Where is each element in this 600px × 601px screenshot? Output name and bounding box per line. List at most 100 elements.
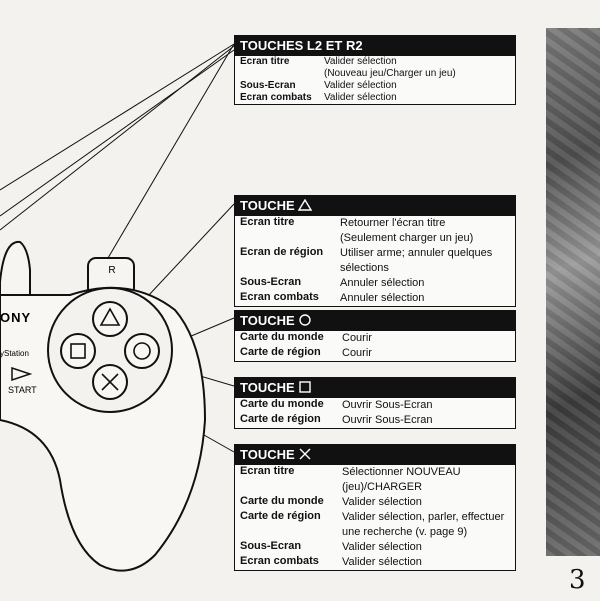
row-value-line: Valider sélection xyxy=(324,92,397,103)
table-row: Ecran titre Valider sélection(Nouveau jeu… xyxy=(235,56,515,80)
brand-label: ONY xyxy=(0,310,31,325)
circle-icon xyxy=(298,314,311,326)
row-key: Carte de région xyxy=(240,510,321,522)
row-value: Valider sélection xyxy=(342,540,510,555)
row-value: Valider sélection xyxy=(342,495,510,510)
table-row: Carte de région Ouvrir Sous-Ecran xyxy=(235,413,515,428)
box-title-square: TOUCHE xyxy=(235,378,515,398)
page-number: 3 xyxy=(569,565,586,595)
row-value-line: Valider sélection xyxy=(324,80,397,91)
box-title-cross: TOUCHE xyxy=(235,445,515,465)
row-value: Annuler sélection xyxy=(340,276,510,291)
circle-icon xyxy=(133,342,151,360)
row-key: Sous-Ecran xyxy=(240,276,302,288)
row-value: Ouvrir Sous-Ecran xyxy=(342,413,510,428)
table-row: Carte du monde Ouvrir Sous-Ecran xyxy=(235,398,515,413)
row-value-line: Valider sélection xyxy=(342,541,422,553)
row-value: Utiliser arme; annuler quelques sélection… xyxy=(340,246,510,276)
triangle-button xyxy=(92,301,128,337)
box-title-circle: TOUCHE xyxy=(235,311,515,331)
row-key: Sous-Ecran xyxy=(240,80,296,91)
triangle-icon xyxy=(99,307,121,326)
table-row: Ecran combats Valider sélection xyxy=(235,92,515,104)
cross-icon xyxy=(101,373,119,391)
start-label: START xyxy=(8,385,37,395)
row-value-line: Annuler sélection xyxy=(340,277,425,289)
table-row: Sous-Ecran Annuler sélection xyxy=(235,276,515,291)
table-row: Ecran de région Utiliser arme; annuler qu… xyxy=(235,246,515,276)
row-value-line: Ouvrir Sous-Ecran xyxy=(342,399,433,411)
row-value-line: Annuler sélection xyxy=(340,292,425,304)
row-value-line: (Seulement charger un jeu) xyxy=(340,232,474,244)
row-key: Carte du monde xyxy=(240,331,324,343)
box-triangle: TOUCHE Ecran titre Retourner l'écran titr… xyxy=(234,195,516,307)
table-row: Carte de région Valider sélection, parler… xyxy=(235,510,515,540)
table-row: Carte de région Courir xyxy=(235,346,515,361)
table-row: Sous-Ecran Valider sélection xyxy=(235,80,515,92)
row-value: Sélectionner NOUVEAU (jeu)/CHARGER xyxy=(342,465,510,495)
row-key: Ecran de région xyxy=(240,246,324,258)
row-key: Ecran titre xyxy=(240,216,295,228)
table-row: Carte du monde Valider sélection xyxy=(235,495,515,510)
row-value-line: sélections xyxy=(340,262,389,274)
row-key: Carte du monde xyxy=(240,495,324,507)
row-key: Ecran combats xyxy=(240,291,319,303)
row-value-line: (Nouveau jeu/Charger un jeu) xyxy=(324,68,456,79)
square-icon xyxy=(298,381,311,393)
box-title: TOUCHES L2 ET R2 xyxy=(235,36,515,56)
row-key: Carte du monde xyxy=(240,398,324,410)
square-button xyxy=(60,333,96,369)
square-icon xyxy=(70,343,86,359)
row-value-line: Valider sélection xyxy=(342,496,422,508)
row-value-line: Valider sélection, parler, effectuer xyxy=(342,511,505,523)
table-row: Ecran titre Retourner l'écran titre (Seule… xyxy=(235,216,515,246)
row-value-line: (jeu)/CHARGER xyxy=(342,481,423,493)
table-row: Carte du monde Courir xyxy=(235,331,515,346)
r-label: R xyxy=(108,265,115,276)
row-value-line: Sélectionner NOUVEAU xyxy=(342,466,461,478)
row-value: Retourner l'écran titre (Seulement charge… xyxy=(340,216,510,246)
row-value-line: Ouvrir Sous-Ecran xyxy=(342,414,433,426)
row-key: Ecran combats xyxy=(240,555,319,567)
row-value: Valider sélection xyxy=(342,555,510,570)
table-row: Ecran combats Annuler sélection xyxy=(235,291,515,306)
table-row: Ecran combats Valider sélection xyxy=(235,555,515,570)
illustration-strip xyxy=(546,28,600,556)
start-button-icon xyxy=(11,366,33,382)
row-value-line: Valider sélection xyxy=(342,556,422,568)
row-key: Carte de région xyxy=(240,346,321,358)
row-value: Courir xyxy=(342,331,510,346)
row-value-line: Retourner l'écran titre xyxy=(340,217,446,229)
row-value-line: une recherche (v. page 9) xyxy=(342,526,468,538)
table-row: Ecran titre Sélectionner NOUVEAU (jeu)/CHA… xyxy=(235,465,515,495)
row-key: Sous-Ecran xyxy=(240,540,302,552)
row-value: Annuler sélection xyxy=(340,291,510,306)
row-value: Ouvrir Sous-Ecran xyxy=(342,398,510,413)
row-value: Valider sélection, parler, effectuer une … xyxy=(342,510,510,540)
row-value: Valider sélection(Nouveau jeu/Charger un… xyxy=(324,56,510,80)
triangle-icon xyxy=(297,199,312,211)
face-buttons xyxy=(60,301,160,400)
row-key: Carte de région xyxy=(240,413,321,425)
controller-body xyxy=(0,240,207,572)
row-value-line: Valider sélection xyxy=(324,56,397,67)
circle-button xyxy=(124,333,160,369)
playstation-label: yStation xyxy=(0,349,29,358)
row-value: Valider sélection xyxy=(324,80,510,92)
row-value: Valider sélection xyxy=(324,92,510,104)
box-title-triangle: TOUCHE xyxy=(235,196,515,216)
row-value-line: Courir xyxy=(342,347,372,359)
row-key: Ecran combats xyxy=(240,92,312,103)
row-value-line: Utiliser arme; annuler quelques xyxy=(340,247,493,259)
row-key: Ecran titre xyxy=(240,56,290,67)
row-key: Ecran titre xyxy=(240,465,295,477)
box-cross: TOUCHE Ecran titre Sélectionner NOUVEAU (j… xyxy=(234,444,516,571)
cross-icon xyxy=(299,448,311,460)
row-value: Courir xyxy=(342,346,510,361)
table-row: Sous-Ecran Valider sélection xyxy=(235,540,515,555)
row-value-line: Courir xyxy=(342,332,372,344)
